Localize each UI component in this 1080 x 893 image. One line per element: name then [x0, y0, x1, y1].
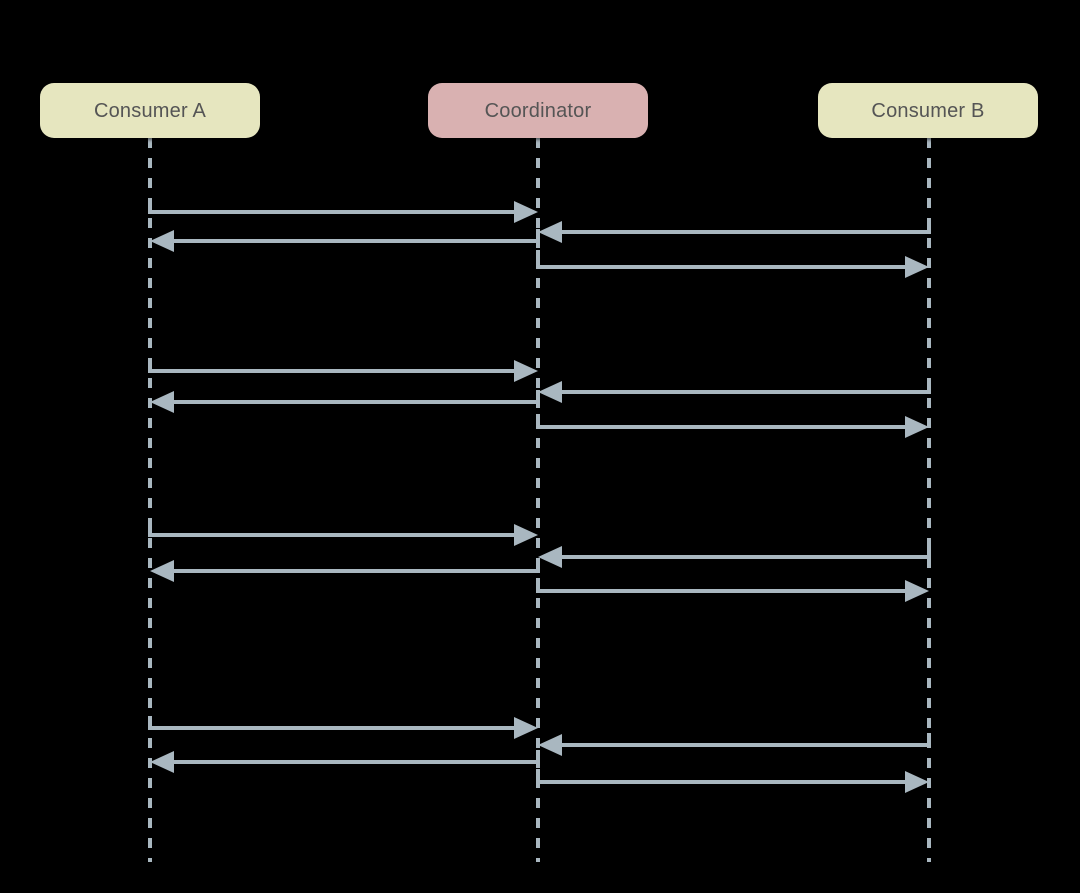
message-arrowhead — [538, 221, 562, 243]
message-line — [536, 578, 905, 593]
message-m7[interactable] — [150, 390, 540, 413]
message-m16[interactable] — [536, 769, 929, 793]
message-m9[interactable] — [148, 523, 538, 546]
message-line — [562, 545, 931, 559]
message-line — [536, 769, 905, 784]
message-line — [174, 559, 540, 573]
message-line — [148, 200, 514, 214]
message-m3[interactable] — [150, 229, 540, 252]
message-m10[interactable] — [538, 545, 931, 568]
message-m5[interactable] — [148, 359, 538, 382]
message-arrowhead — [905, 580, 929, 602]
participant-consumer-b-label: Consumer B — [871, 99, 985, 122]
message-m6[interactable] — [538, 380, 931, 403]
participant-coordinator-label: Coordinator — [484, 99, 592, 122]
message-arrowhead — [150, 230, 174, 252]
message-line — [148, 523, 514, 537]
message-arrowhead — [538, 546, 562, 568]
message-arrowhead — [514, 717, 538, 739]
message-arrowhead — [905, 256, 929, 278]
message-arrowhead — [514, 360, 538, 382]
message-m4[interactable] — [536, 250, 929, 278]
participant-consumer-a[interactable]: Consumer A — [40, 83, 260, 138]
message-arrowhead — [150, 560, 174, 582]
message-arrowhead — [150, 391, 174, 413]
message-m1[interactable] — [148, 200, 538, 223]
message-line — [536, 250, 905, 269]
message-line — [174, 750, 540, 764]
message-arrowhead — [538, 381, 562, 403]
message-line — [536, 414, 905, 429]
participant-coordinator[interactable]: Coordinator — [428, 83, 648, 138]
message-line — [148, 359, 514, 373]
message-arrowhead — [150, 751, 174, 773]
message-arrowhead — [538, 734, 562, 756]
message-line — [562, 380, 931, 394]
message-m8[interactable] — [536, 414, 929, 438]
message-m11[interactable] — [150, 559, 540, 582]
message-line — [174, 390, 540, 404]
message-m2[interactable] — [538, 220, 931, 243]
message-line — [562, 733, 931, 747]
message-m14[interactable] — [538, 733, 931, 756]
message-line — [562, 220, 931, 234]
message-arrowhead — [905, 416, 929, 438]
messages-group — [148, 200, 931, 793]
message-m15[interactable] — [150, 750, 540, 773]
message-m13[interactable] — [148, 716, 538, 739]
participant-consumer-a-label: Consumer A — [93, 99, 207, 122]
message-m12[interactable] — [536, 578, 929, 602]
message-arrowhead — [905, 771, 929, 793]
message-line — [148, 716, 514, 730]
participant-consumer-b[interactable]: Consumer B — [818, 83, 1038, 138]
message-line — [174, 229, 540, 243]
message-arrowhead — [514, 524, 538, 546]
message-arrowhead — [514, 201, 538, 223]
